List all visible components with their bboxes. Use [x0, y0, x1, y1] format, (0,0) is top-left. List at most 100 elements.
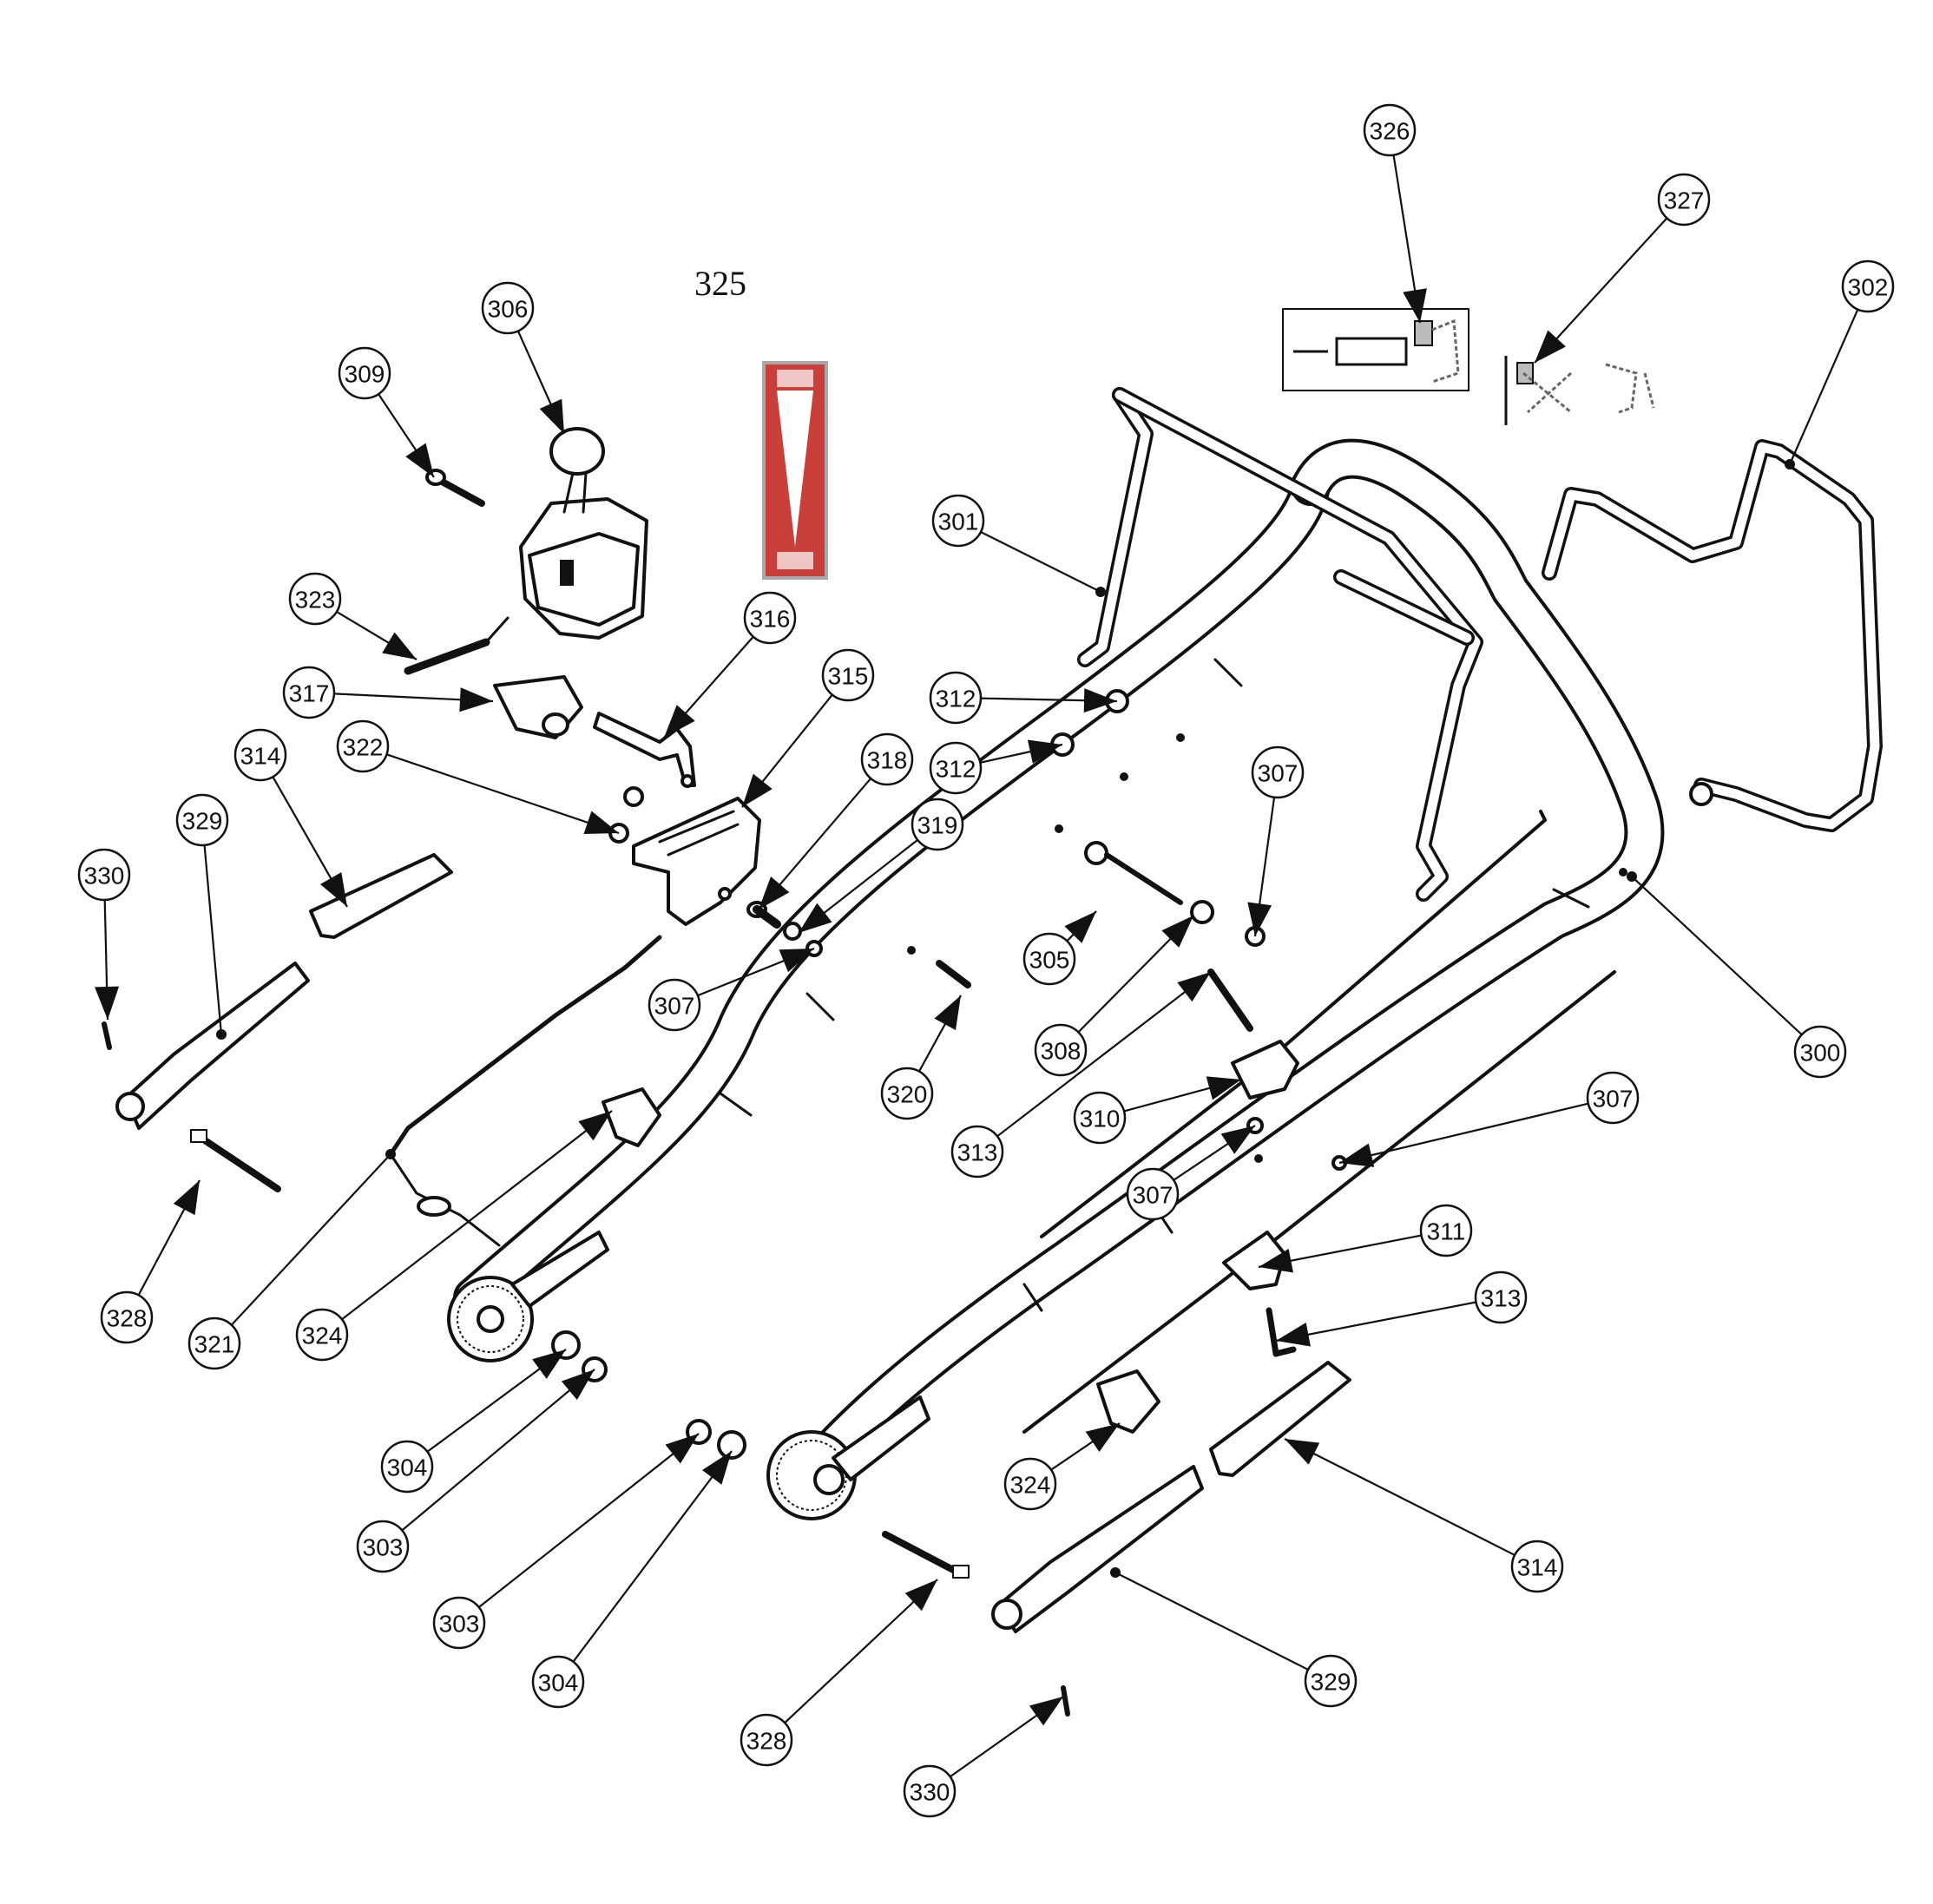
callout-300: 300: [1793, 1025, 1847, 1079]
leader-line-307: [1338, 1102, 1589, 1165]
arrowhead-327: [1535, 330, 1566, 363]
callout-number: 307: [1593, 1086, 1634, 1113]
leader-line-313: [1275, 1301, 1476, 1343]
arrowhead-316: [664, 705, 695, 738]
callout-number: 304: [387, 1454, 428, 1481]
arrowhead-306: [539, 398, 564, 434]
callout-318: 318: [860, 732, 914, 786]
callout-circle: [1003, 1457, 1057, 1511]
callout-314: 314: [1510, 1540, 1564, 1593]
arrowhead-313: [1276, 1323, 1311, 1347]
washer-308: [1190, 900, 1214, 924]
pin-330b: [1061, 1685, 1070, 1717]
callout-circle: [950, 1125, 1004, 1179]
callout-number: 307: [1258, 760, 1299, 787]
callout-308: 308: [1034, 1023, 1088, 1077]
arrowhead-319: [799, 903, 832, 933]
arrowhead-312: [1083, 688, 1117, 713]
callout-circle: [295, 1308, 349, 1362]
leader-dot-329: [1110, 1567, 1121, 1578]
callout-circle: [1474, 1270, 1528, 1324]
arrowhead-317: [459, 687, 493, 712]
bolt-318: [746, 901, 781, 929]
callout-326: 326: [1363, 103, 1417, 157]
bolt-313a: [1207, 968, 1253, 1032]
callout-circle: [100, 1290, 154, 1344]
arrowhead-328: [904, 1579, 937, 1612]
callout-327: 327: [1657, 173, 1711, 227]
callout-309: 309: [338, 346, 391, 400]
leader-line-321: [230, 1153, 391, 1326]
callout-circle: [531, 1655, 585, 1709]
callout-number: 330: [910, 1779, 950, 1806]
callout-number: 306: [488, 296, 529, 323]
lever-arm-329a: [115, 962, 310, 1130]
callout-circle: [1841, 259, 1895, 313]
callout-301: 301: [931, 494, 985, 548]
main-handle-frame: [447, 438, 1665, 1520]
callout-circle: [1034, 1023, 1088, 1077]
callout-circle: [740, 1713, 793, 1767]
leader-line-322: [386, 753, 620, 835]
guard-314a: [309, 853, 453, 939]
side-bar-302: [1542, 439, 1883, 832]
leader-line-303: [401, 1369, 595, 1532]
arrowhead-330: [95, 986, 120, 1020]
callout-number: 300: [1800, 1040, 1841, 1067]
operation-decal-326: [1282, 308, 1469, 391]
callout-number: 329: [182, 808, 223, 835]
callout-number: 305: [1029, 947, 1070, 974]
leader-dot-300: [1627, 871, 1637, 882]
callout-circle: [1363, 103, 1417, 157]
arrowhead-328: [173, 1180, 200, 1216]
callout-number: 323: [295, 587, 336, 614]
callout-circle: [743, 591, 797, 645]
callout-315: 315: [821, 648, 875, 702]
leader-line-300: [1631, 876, 1803, 1036]
callout-circle: [911, 798, 964, 851]
clip-324a: [602, 1087, 661, 1147]
leader-line-313: [996, 971, 1212, 1138]
callout-312: 312: [929, 671, 983, 725]
arrowhead-324: [578, 1111, 612, 1141]
screw-309: [425, 469, 485, 507]
callout-number: 317: [289, 680, 330, 707]
callout-number: 302: [1848, 274, 1889, 301]
callout-329: 329: [1304, 1654, 1358, 1708]
callout-307: 307: [1586, 1071, 1640, 1125]
arrowhead-304: [532, 1349, 566, 1379]
callout-circle: [1073, 1091, 1127, 1145]
callout-number: 303: [439, 1611, 480, 1638]
callout-circle: [336, 719, 390, 773]
callout-313: 313: [950, 1125, 1004, 1179]
callout-circle: [432, 1596, 486, 1650]
clip-324b: [1096, 1369, 1160, 1434]
arrowhead-318: [759, 876, 790, 909]
throttle-control-306: [519, 427, 648, 640]
callout-324: 324: [1003, 1457, 1057, 1511]
cable-310: [1040, 810, 1548, 1238]
bracket-315: [632, 797, 761, 926]
callout-circle: [1657, 173, 1711, 227]
callout-circle: [929, 671, 983, 725]
callout-number: 318: [867, 747, 908, 774]
callout-314: 314: [233, 728, 287, 782]
callout-303: 303: [432, 1596, 486, 1650]
callout-circle: [1510, 1540, 1564, 1593]
callout-circle: [380, 1440, 434, 1494]
callout-number: 314: [240, 743, 281, 770]
arrowhead-304: [701, 1451, 732, 1485]
upper-handle-bar-301: [1077, 387, 1483, 902]
callout-number: 314: [1517, 1554, 1558, 1581]
screw-320: [936, 960, 971, 988]
cover-317: [493, 675, 583, 739]
arrowhead-330: [1029, 1697, 1063, 1726]
pin-323: [404, 616, 510, 675]
decal-label-325: 325: [694, 264, 746, 303]
callout-number: 328: [746, 1728, 787, 1755]
callout-circle: [1251, 745, 1305, 799]
arrowhead-312: [1027, 739, 1062, 764]
callout-number: 324: [1010, 1472, 1051, 1499]
callout-number: 310: [1080, 1106, 1121, 1133]
